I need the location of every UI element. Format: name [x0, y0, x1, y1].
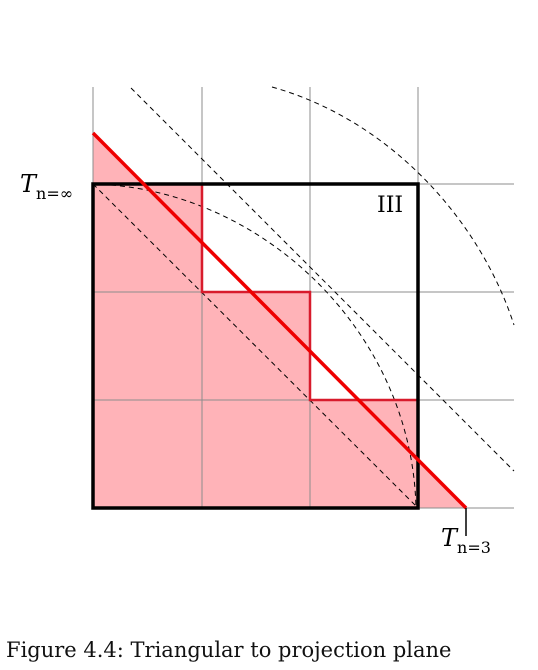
dashed-diagonal-inner — [92, 183, 419, 509]
projection-square-outline — [91, 182, 420, 510]
label-region-iii: III — [377, 193, 403, 218]
dashed-diagonal-outer — [130, 87, 515, 472]
figure-caption: Figure 4.4: Triangular to projection pla… — [6, 638, 452, 662]
dashed-arc-outer — [271, 86, 515, 326]
label-t-infinity: Tn=∞ — [20, 170, 73, 203]
dashed-curves — [92, 86, 515, 509]
red-diagonal-line — [91, 131, 468, 510]
label-t-n3: Tn=3 — [441, 524, 491, 557]
